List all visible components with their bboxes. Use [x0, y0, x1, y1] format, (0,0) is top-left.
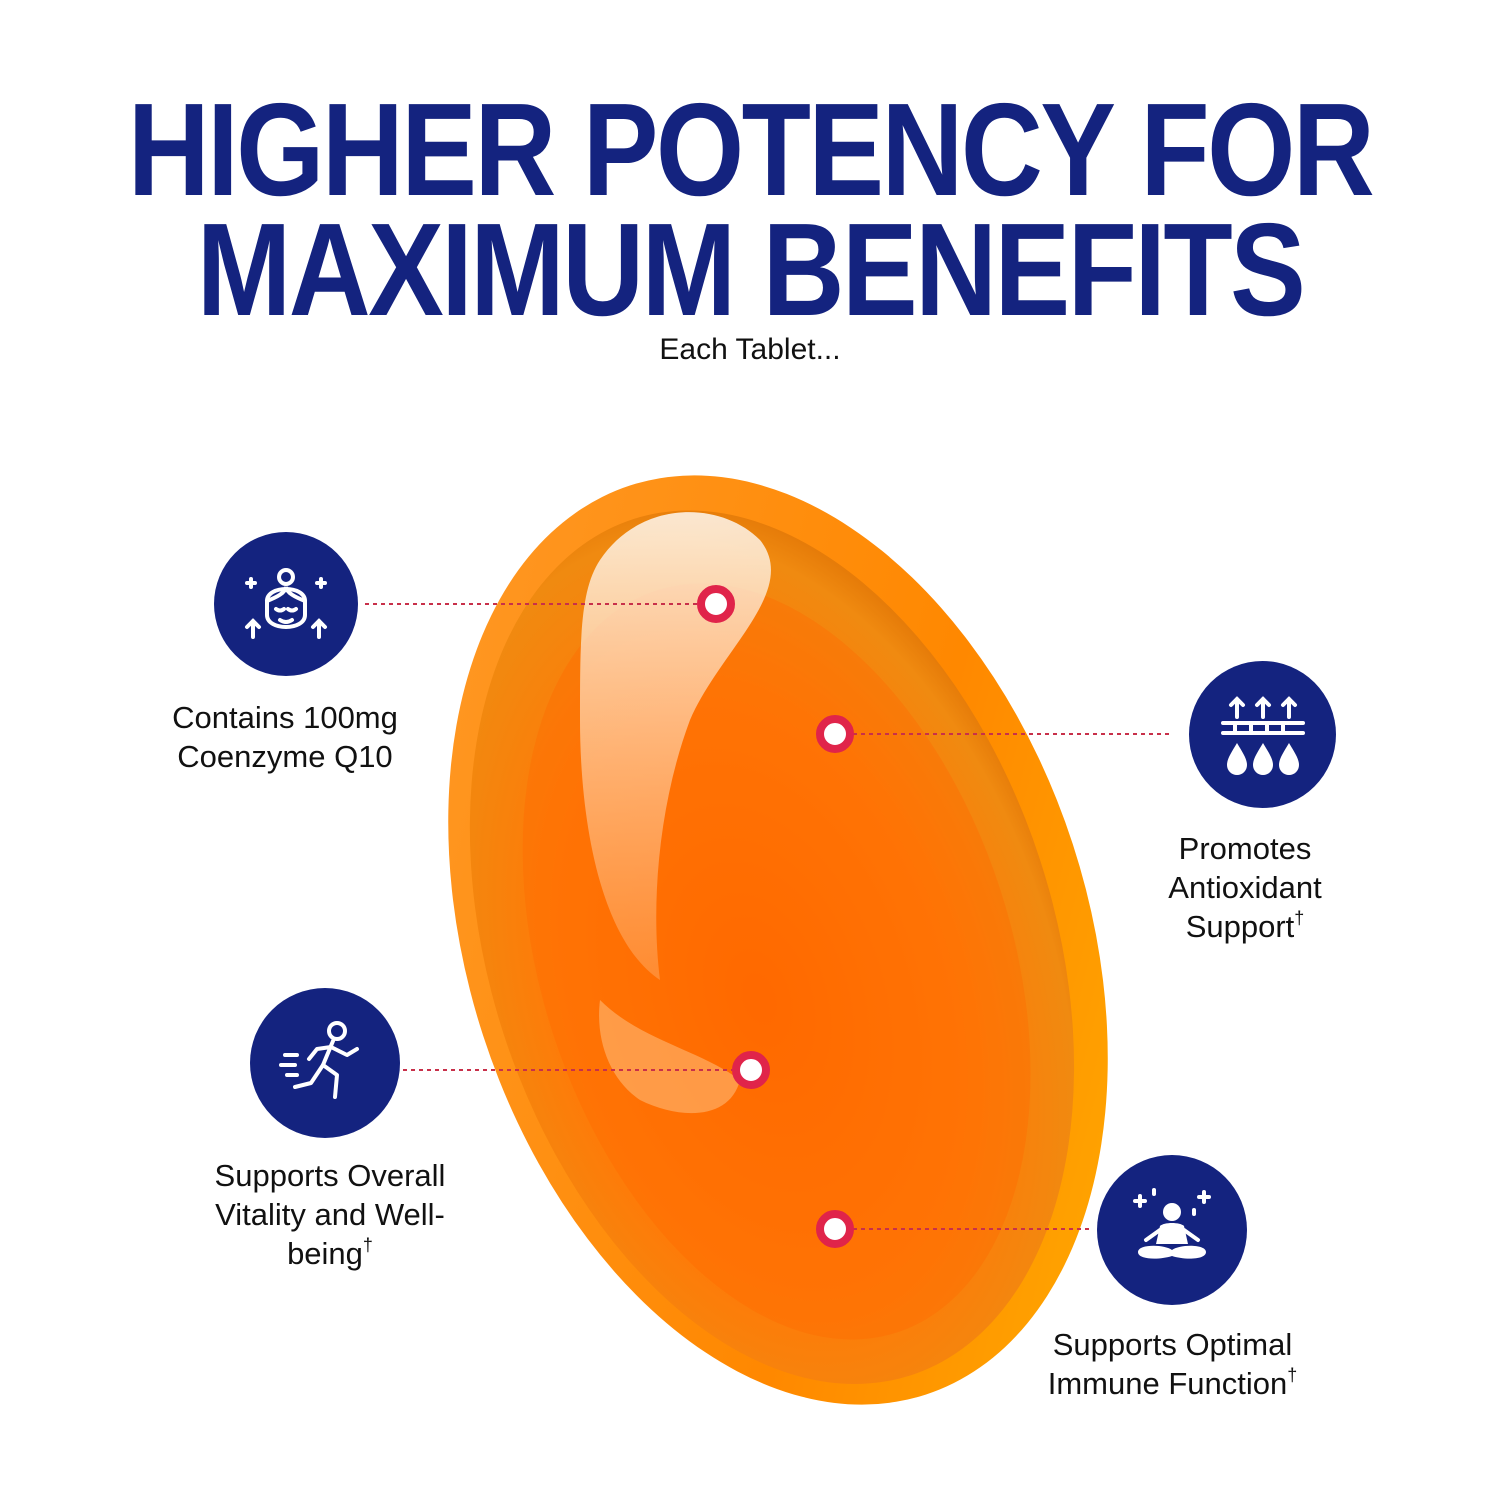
benefit-2-line-1: Promotes [1178, 831, 1312, 866]
benefit-1-label: Contains 100mg Coenzyme Q10 [130, 698, 440, 776]
benefit-3-label: Supports Overall Vitality and Well- bein… [180, 1156, 480, 1273]
benefit-4-dagger: † [1287, 1364, 1298, 1385]
benefit-1-line-2: Coenzyme Q10 [177, 739, 393, 774]
benefit-3-dagger: † [362, 1234, 373, 1255]
benefit-2-label: Promotes Antioxidant Support† [1105, 829, 1385, 946]
pill-highlight-lower [599, 1000, 740, 1114]
benefit-4-label: Supports Optimal Immune Function† [1010, 1325, 1335, 1403]
marker-dot-4 [816, 1210, 854, 1248]
pill-highlight [580, 512, 771, 980]
skin-hydration-icon [1220, 695, 1305, 775]
meditation-icon [1133, 1188, 1211, 1259]
benefit-3-line-3: being† [180, 1234, 480, 1273]
benefit-1-icon-circle [214, 532, 358, 676]
benefit-2-line-2: Antioxidant [1168, 870, 1322, 905]
benefit-4-line-2-text: Immune Function [1047, 1366, 1288, 1401]
subtitle: Each Tablet... [659, 333, 841, 366]
benefit-4-line-2: Immune Function† [1010, 1364, 1335, 1403]
benefit-3-line-3-text: being [287, 1236, 363, 1271]
benefit-4-icon-circle [1097, 1155, 1247, 1305]
marker-dot-1 [697, 585, 735, 623]
benefit-3-line-2: Vitality and Well- [215, 1197, 445, 1232]
marker-dot-2 [816, 715, 854, 753]
headline-line-2: MAXIMUM BENEFITS [196, 196, 1306, 343]
benefit-1-line-1: Contains 100mg [172, 700, 398, 735]
benefit-3-line-1: Supports Overall [214, 1158, 446, 1193]
benefit-2-line-3-text: Support [1185, 909, 1295, 944]
benefit-2-line-3: Support† [1105, 907, 1385, 946]
benefit-3-icon-circle [250, 988, 400, 1138]
headline-line-1: HIGHER POTENCY FOR [127, 76, 1375, 223]
running-person-icon [279, 1021, 359, 1099]
marker-dot-3 [732, 1051, 770, 1089]
benefit-2-dagger: † [1294, 907, 1305, 928]
benefit-4-line-1: Supports Optimal [1052, 1327, 1293, 1362]
face-glow-icon [245, 568, 327, 639]
benefit-2-icon-circle [1189, 661, 1336, 808]
